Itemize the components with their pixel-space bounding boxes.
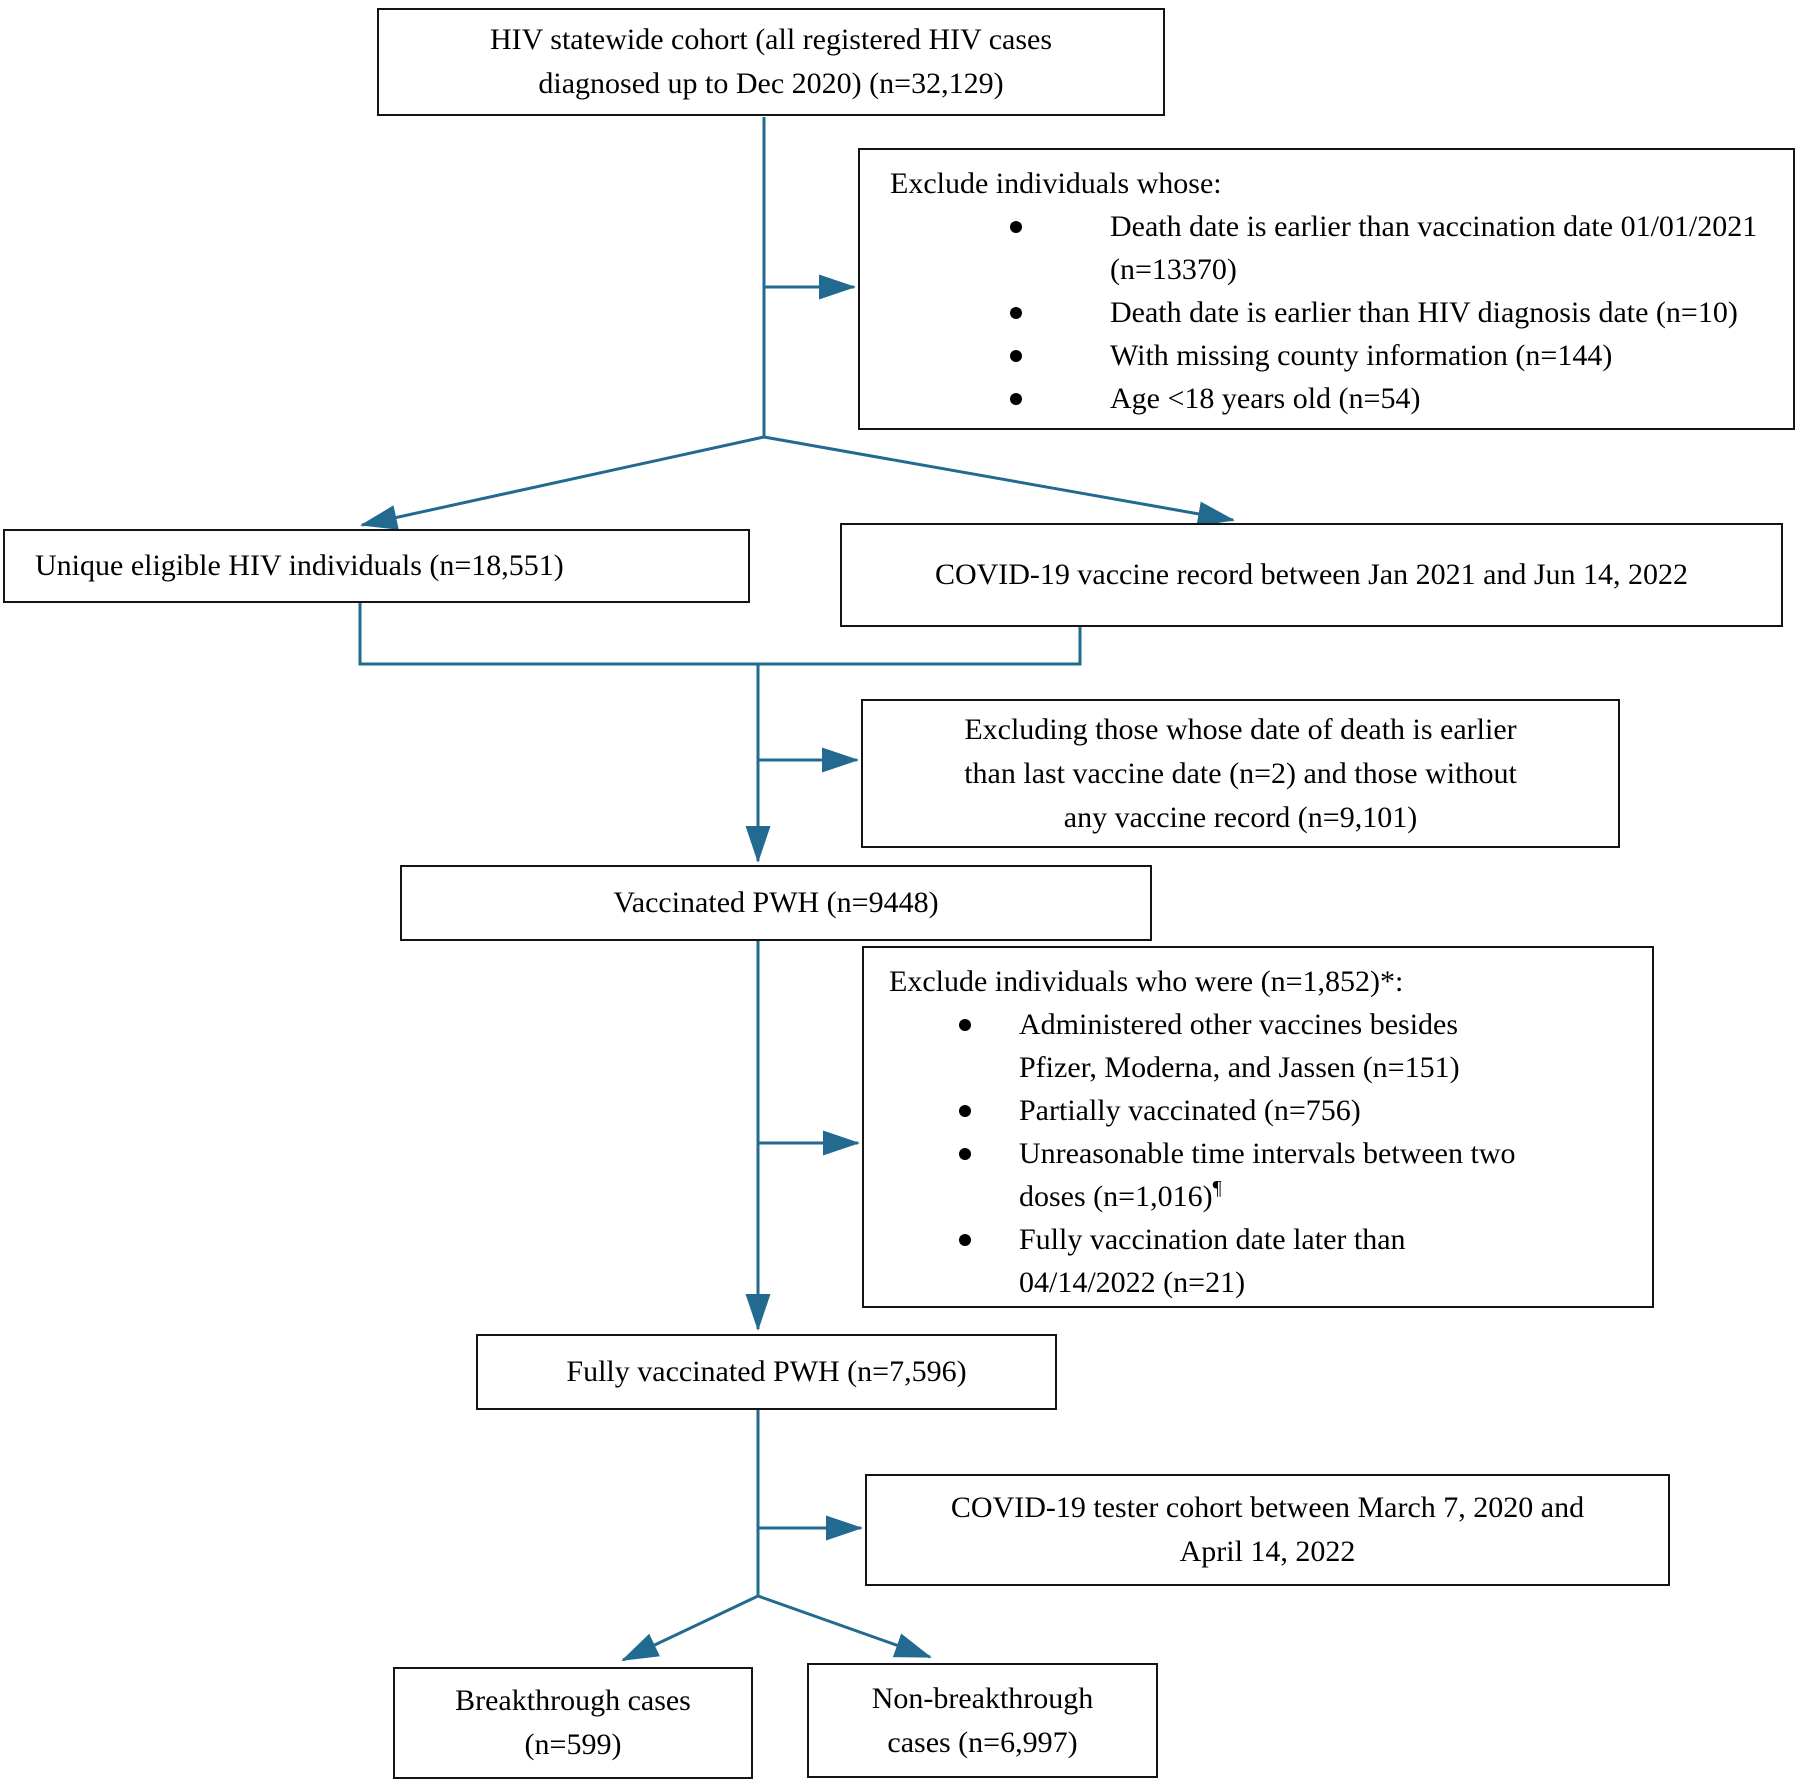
list-item: Death date is earlier than HIV diagnosis… <box>860 291 1793 334</box>
exclude1-bullet-1: Death date is earlier than vaccination d… <box>1110 210 1758 286</box>
arrow-to-eligible <box>360 435 765 530</box>
box-non-breakthrough-cases: Non-breakthrough cases (n=6,997) <box>807 1663 1158 1778</box>
box-vaccine-record: COVID-19 vaccine record between Jan 2021… <box>840 523 1783 627</box>
box-hiv-statewide-cohort: HIV statewide cohort (all registered HIV… <box>377 8 1165 116</box>
box-exclude-criteria-1: Exclude individuals whose: Death date is… <box>858 148 1795 430</box>
exclude1-bullet-2: Death date is earlier than HIV diagnosis… <box>1110 296 1738 329</box>
pilcrow-superscript: ¶ <box>1212 1177 1222 1199</box>
box-exclude-no-vaccine-record: Excluding those whose date of death is e… <box>861 699 1620 848</box>
exclude1-bullet-4: Age <18 years old (n=54) <box>1110 382 1421 415</box>
exclude2-header: Exclude individuals who were (n=1,852)*: <box>889 965 1404 998</box>
box-breakthrough-cases: Breakthrough cases (n=599) <box>393 1667 753 1779</box>
exclude2-bullet-3-text: Unreasonable time intervals between two … <box>1019 1137 1516 1213</box>
box-vaccinated-pwh: Vaccinated PWH (n=9448) <box>400 865 1152 941</box>
exclude1-bullet-3: With missing county information (n=144) <box>1110 339 1613 372</box>
arrow-to-breakthrough <box>621 1594 759 1662</box>
list-item: With missing county information (n=144) <box>860 334 1793 377</box>
list-item: Fully vaccination date later than 04/14/… <box>864 1218 1652 1304</box>
box-fully-vaccinated-pwh: Fully vaccinated PWH (n=7,596) <box>476 1334 1057 1410</box>
list-item: Unreasonable time intervals between two … <box>864 1132 1652 1218</box>
box-unique-eligible: Unique eligible HIV individuals (n=18,55… <box>3 529 750 603</box>
list-item: Partially vaccinated (n=756) <box>864 1089 1652 1132</box>
exclude2-bullet-4: Fully vaccination date later than 04/14/… <box>1019 1223 1406 1299</box>
list-item: Death date is earlier than vaccination d… <box>860 205 1793 291</box>
list-item: Administered other vaccines besides Pfiz… <box>864 1003 1652 1089</box>
arrow-to-non-breakthrough <box>757 1594 932 1659</box>
exclude2-bullet-2: Partially vaccinated (n=756) <box>1019 1094 1361 1127</box>
arrow-to-vaccine-record <box>763 435 1235 527</box>
list-item: Age <18 years old (n=54) <box>860 377 1793 420</box>
exclude2-bullet-3: Unreasonable time intervals between two … <box>1019 1132 1516 1218</box>
exclude2-bullet-1: Administered other vaccines besides Pfiz… <box>1019 1008 1460 1084</box>
exclude1-header: Exclude individuals whose: <box>890 167 1222 200</box>
box-exclude-criteria-2: Exclude individuals who were (n=1,852)*:… <box>862 946 1654 1308</box>
box-tester-cohort: COVID-19 tester cohort between March 7, … <box>865 1474 1670 1586</box>
